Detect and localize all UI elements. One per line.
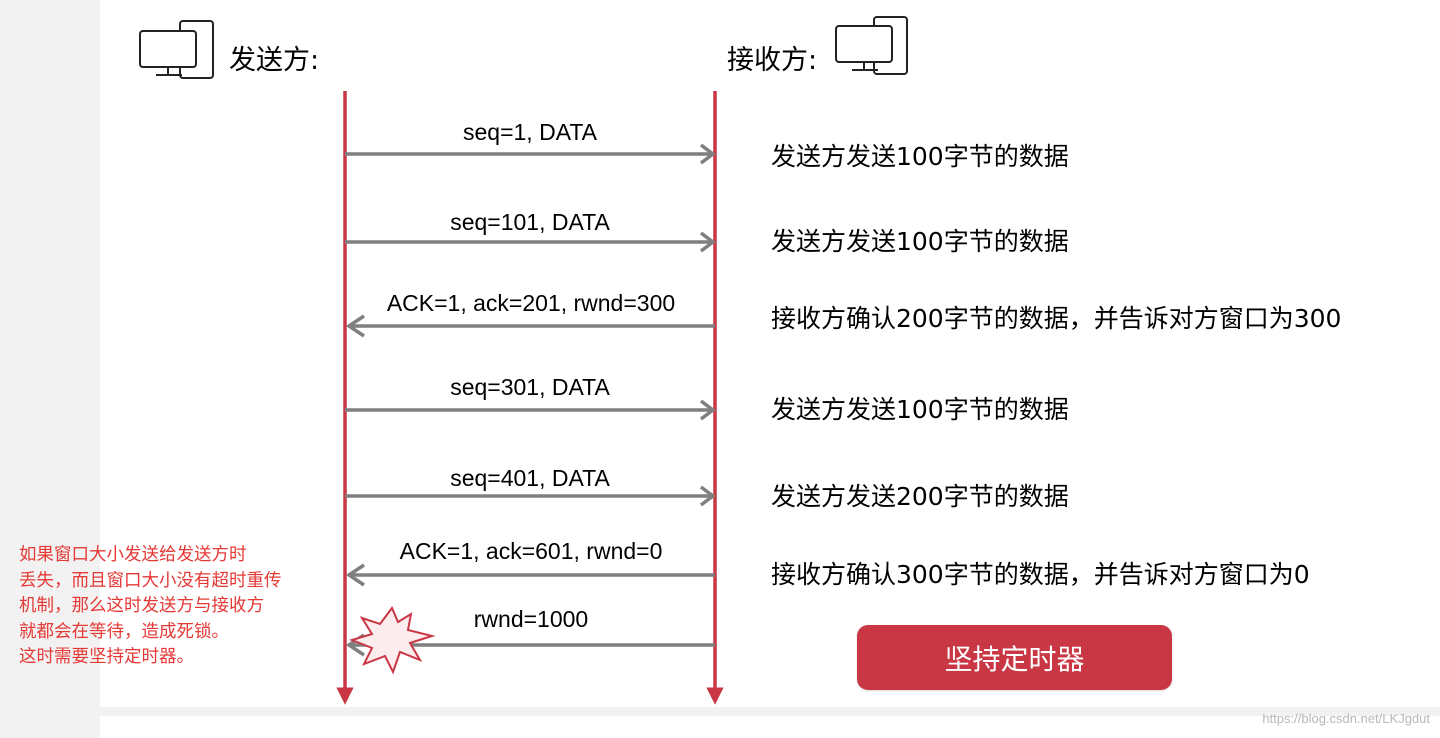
- left-margin-band: [0, 0, 100, 738]
- annotation-line: 如果窗口大小发送给发送方时: [19, 545, 247, 565]
- message-arrow: [345, 563, 715, 587]
- message-label: seq=1, DATA: [462, 119, 598, 145]
- annotation-line: 就都会在等待，造成死锁。: [19, 621, 229, 642]
- message-description: 接收方确认300字节的数据，并告诉对方窗口为0: [771, 560, 1310, 589]
- annotation-line: 这时需要坚持定时器。: [19, 647, 194, 667]
- message-description: 发送方发送100字节的数据: [771, 142, 1069, 171]
- message-label: ACK=1, ack=601, rwnd=0: [399, 538, 663, 564]
- bottom-divider: [100, 707, 1440, 716]
- message-arrow: [345, 314, 715, 338]
- message-arrow: [345, 485, 716, 507]
- message-label: seq=101, DATA: [450, 209, 610, 235]
- watermark-url: https://blog.csdn.net/LKJgdut: [1262, 711, 1430, 726]
- message-arrow: [345, 399, 716, 421]
- sender-computer-icon: [139, 20, 214, 79]
- receiver-label: 接收方:: [727, 45, 818, 76]
- message-label: seq=401, DATA: [450, 465, 610, 491]
- message-label: ACK=1, ack=201, rwnd=300: [386, 290, 676, 316]
- message-description: 发送方发送200字节的数据: [771, 482, 1069, 511]
- message-description: 发送方发送100字节的数据: [771, 227, 1069, 256]
- message-arrow: [345, 231, 716, 253]
- deadlock-annotation: 如果窗口大小发送给发送方时 丢失，而且窗口大小没有超时重传 机制，那么这时发送方…: [19, 543, 349, 671]
- message-label: rwnd=1000: [473, 606, 589, 632]
- packet-lost-burst-icon: [348, 606, 436, 675]
- message-description: 接收方确认200字节的数据，并告诉对方窗口为300: [771, 304, 1342, 333]
- annotation-line: 机制，那么这时发送方与接收方: [19, 596, 264, 616]
- message-label: seq=301, DATA: [450, 374, 610, 400]
- message-description: 发送方发送100字节的数据: [771, 395, 1069, 424]
- message-arrow: [345, 143, 716, 165]
- sender-label: 发送方:: [229, 45, 320, 76]
- receiver-computer-icon: [835, 16, 908, 75]
- annotation-line: 丢失，而且窗口大小没有超时重传: [19, 570, 282, 591]
- persist-timer-button[interactable]: 坚持定时器: [857, 625, 1172, 690]
